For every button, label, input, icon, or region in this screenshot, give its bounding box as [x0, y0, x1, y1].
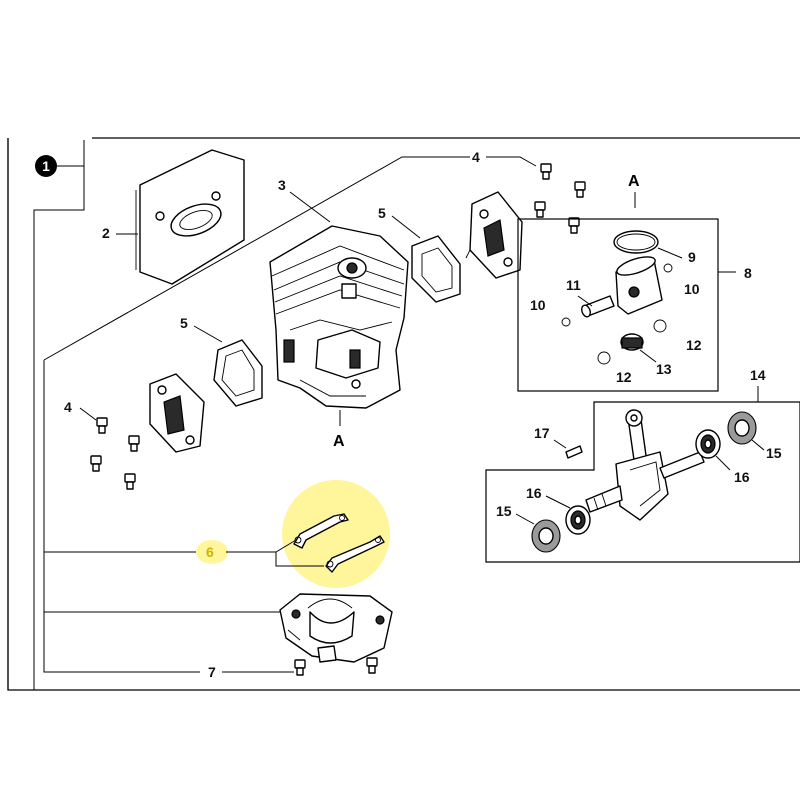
- svg-text:1: 1: [42, 158, 50, 174]
- callout-4-left: 4: [64, 399, 72, 415]
- callout-15-right: 15: [766, 445, 782, 461]
- callout-4-top: 4: [472, 149, 480, 165]
- piston-kit-icon: [561, 230, 673, 365]
- callout-12-right: 12: [686, 337, 702, 353]
- section-mark-a-bottom: A: [333, 433, 345, 450]
- callout-7: 7: [208, 664, 216, 680]
- main-frame: [7, 137, 800, 691]
- callout-16-left: 16: [526, 485, 542, 501]
- callout-8: 8: [744, 265, 752, 281]
- callout-10-right: 10: [684, 281, 700, 297]
- callout-5-left: 5: [180, 315, 188, 331]
- gasket-icon: [411, 235, 461, 303]
- cylinder-icon: [269, 225, 409, 409]
- callout-14: 14: [750, 367, 766, 383]
- clamp-bracket-icon: [325, 535, 385, 573]
- callout-5-top: 5: [378, 205, 386, 221]
- bearing-icon: [565, 429, 721, 535]
- callout-15-left: 15: [496, 503, 512, 519]
- intake-flange-icon: [149, 373, 205, 453]
- gasket-plate-icon: [135, 149, 245, 285]
- screw-icon: [294, 657, 378, 676]
- callout-9: 9: [688, 249, 696, 265]
- crankshaft-icon: [585, 409, 705, 521]
- highlight-label-blob: [196, 540, 228, 564]
- screw-icon: [534, 163, 586, 234]
- callout-12-bottom: 12: [616, 369, 632, 385]
- callout-2: 2: [102, 225, 110, 241]
- highlight-circle: [282, 480, 390, 588]
- assembly-badge: 1: [35, 155, 57, 177]
- screw-icon: [90, 417, 140, 490]
- gasket-icon: [213, 339, 263, 407]
- clamp-bracket-icon: [293, 513, 349, 549]
- section-mark-a-top: A: [628, 173, 640, 190]
- callout-3: 3: [278, 177, 286, 193]
- callout-6: 6: [206, 544, 214, 560]
- intake-flange-icon: [465, 191, 523, 279]
- piston-kit-box: [517, 218, 719, 392]
- seal-ring-icon: [531, 411, 757, 553]
- dowel-pin-icon: [565, 445, 583, 459]
- callout-10-left: 10: [530, 297, 546, 313]
- callout-13: 13: [656, 361, 672, 377]
- callout-11: 11: [566, 277, 581, 293]
- callout-17: 17: [534, 425, 550, 441]
- crankcase-half-icon: [279, 593, 393, 663]
- callout-16-right: 16: [734, 469, 750, 485]
- crankshaft-box: [485, 401, 800, 563]
